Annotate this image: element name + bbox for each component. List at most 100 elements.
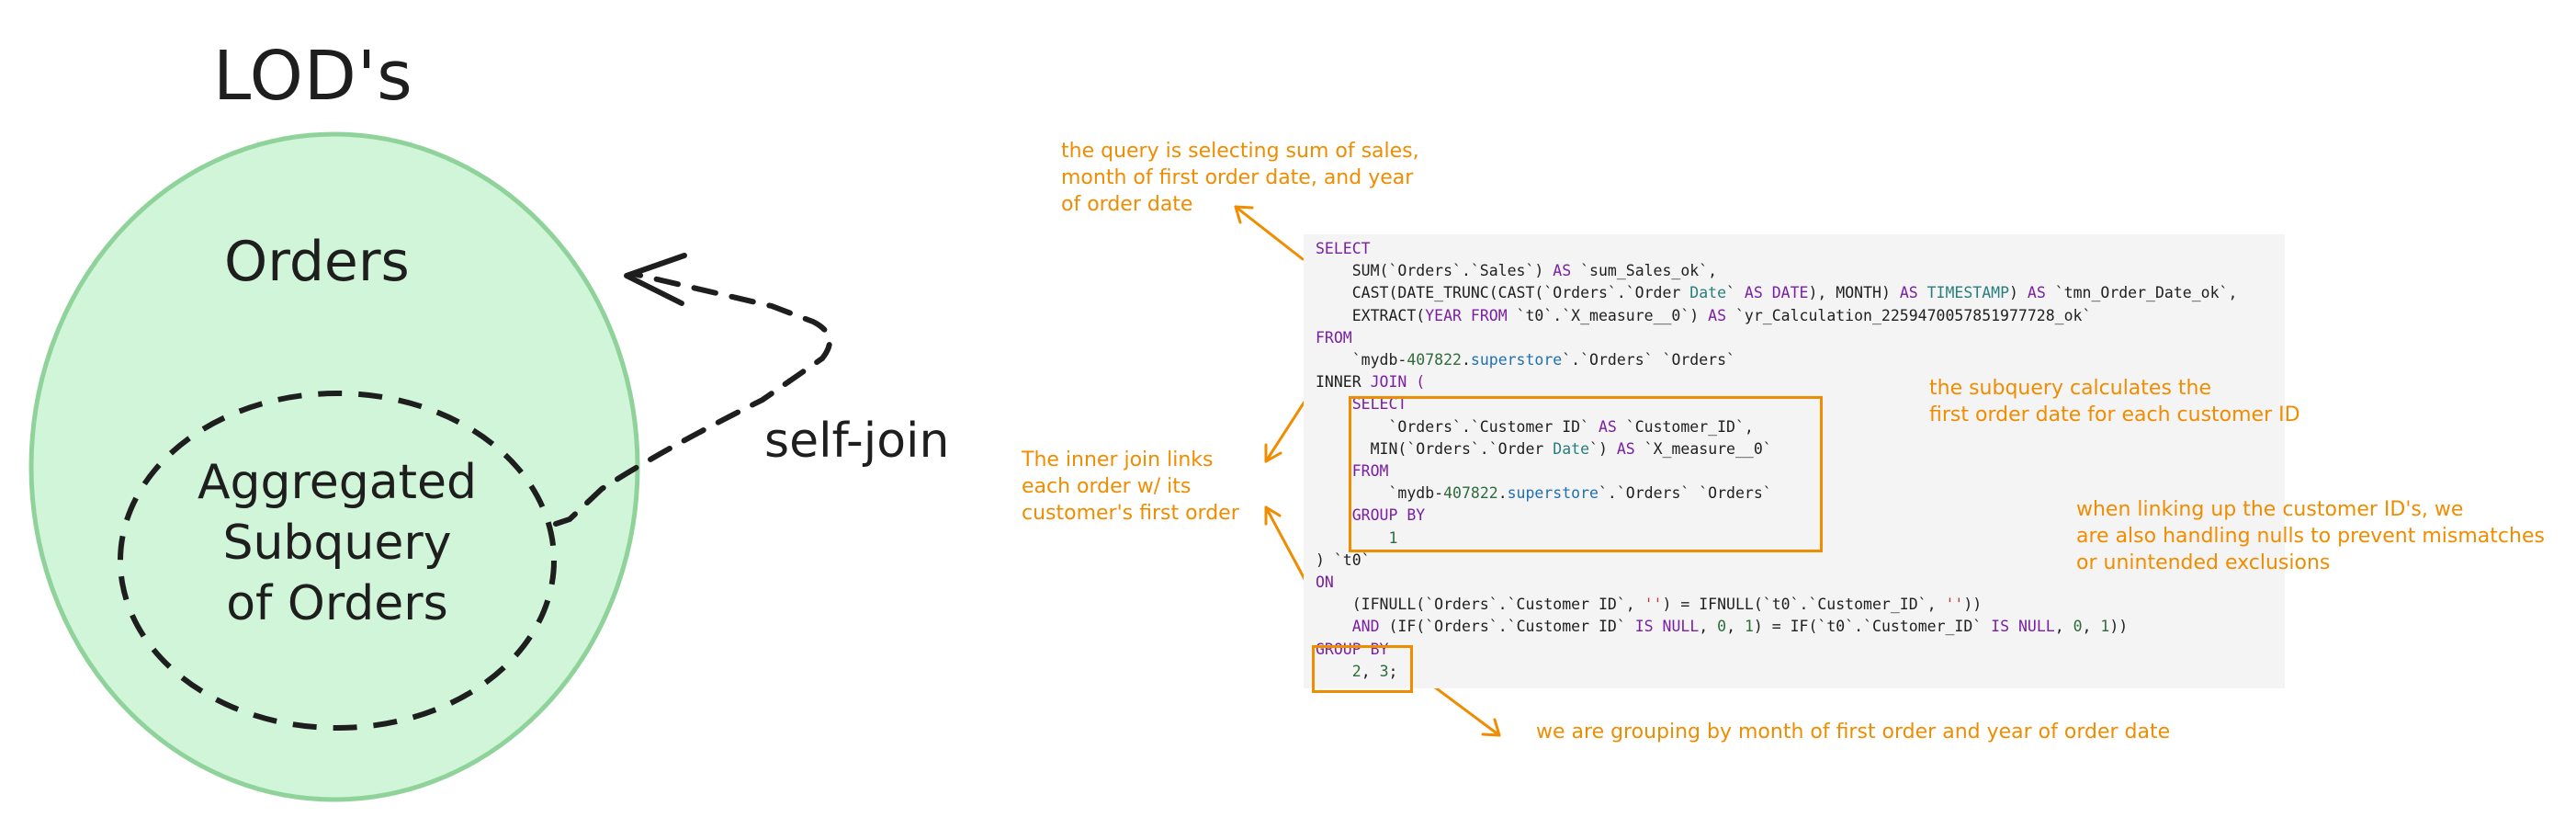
code-token: 3 [1379,662,1389,680]
code-line: SUM(`Orders`.`Sales`) AS `sum_Sales_ok`, [1316,260,2237,282]
code-line: ON [1316,572,2237,594]
code-token: `sum_Sales_ok`, [1571,262,1718,280]
join-note-arrowhead [1264,443,1282,463]
code-token: GROUP BY [1351,506,1426,525]
self-join-arrow [553,271,832,527]
select-note-arrow [1234,205,1305,261]
code-token: ), MONTH) [1808,284,1900,302]
groupby-highlight-box [1312,645,1413,693]
code-token: AS [2027,284,2046,302]
code-token [1316,506,1352,524]
code-line: AND (IF(`Orders`.`Customer ID` IS NULL, … [1316,616,2237,638]
code-token: `t0`.`X_measure__0`) [1507,306,1709,324]
code-token: '' [1644,596,1663,614]
code-token: )) [2109,618,2129,636]
code-token: SELECT [1351,395,1407,414]
code-token: (IFNULL(`Orders`.`Customer ID`, [1316,596,1644,614]
code-line: `Orders`.`Customer ID` AS `Customer_ID`, [1316,416,2237,438]
code-token: )) [1963,596,1983,614]
code-token: `tmn_Order_Date_ok`, [2045,284,2238,302]
code-line: 2, 3; [1316,661,2237,683]
code-token: AS [1708,306,1727,324]
select-note: the query is selecting sum of sales, mon… [1061,140,1419,216]
code-token: AS [1553,262,1572,280]
code-token: 2 [1351,662,1361,680]
code-token: , [1361,662,1380,680]
code-token: `mydb- [1316,484,1444,503]
code-token: (IF(`Orders`.`Customer ID` [1379,618,1635,636]
select-note-arrowhead [1234,205,1254,224]
code-token: EXTRACT( [1316,306,1426,324]
code-line: `mydb-407822.superstore`.`Orders` `Order… [1316,349,2237,371]
code-token: . [1461,351,1471,369]
code-line: GROUP BY [1316,639,2237,661]
code-token: , [2082,618,2101,636]
code-line: SELECT [1316,238,2237,260]
code-token: CAST(DATE_TRUNC(CAST(`Orders`.`Order [1316,284,1690,302]
code-token: AS [1616,439,1635,458]
groupby-note-arrowhead [1481,718,1501,737]
subquery-label-line-3: of Orders [226,576,448,631]
code-line: GROUP BY [1316,505,2237,527]
code-token: AND [1351,618,1380,636]
code-token: , [2054,618,2073,636]
code-line: INNER JOIN ( [1316,371,2237,393]
code-token: ) = IFNULL(`t0`.`Customer_ID`, [1662,596,1946,614]
code-token: IS NULL [1991,618,2055,636]
join-note-arrowhead-2 [1264,505,1282,526]
code-line: `mydb-407822.superstore`.`Orders` `Order… [1316,482,2237,505]
subquery-highlight-box [1349,396,1823,552]
sql-code-panel [1304,234,2285,688]
code-token: AS [1899,284,1918,302]
code-token: superstore [1507,484,1599,503]
code-line: FROM [1316,460,2237,482]
code-token: 0 [2073,618,2083,636]
code-token: FROM [1351,462,1389,481]
code-token: 1 [1388,528,1398,547]
code-token: AS [1598,417,1617,436]
code-token: Date [1689,284,1727,302]
code-token: 407822 [1407,351,1462,369]
subquery-label-line-2: Subquery [222,516,452,571]
code-line: ) `t0` [1316,550,2237,572]
code-token: ) = IF(`t0`.`Customer_ID` [1753,618,1992,636]
subquery-dashed-circle [118,391,557,731]
nulls-note: when linking up the customer ID's, we ar… [2076,498,2545,574]
code-line: SELECT [1316,393,2237,415]
code-token [1316,462,1352,480]
subquery-note: the subquery calculates the first order … [1929,377,2300,426]
code-token: JOIN ( [1370,373,1426,392]
code-line: 1 [1316,528,2237,550]
code-token [1316,618,1352,635]
code-token: superstore [1470,351,1563,369]
code-token: MIN(`Orders`.`Order [1316,439,1554,458]
code-line: EXTRACT(YEAR FROM `t0`.`X_measure__0`) A… [1316,305,2237,327]
code-token: . [1497,484,1508,503]
join-note-arrow [1264,400,1306,463]
code-line: CAST(DATE_TRUNC(CAST(`Orders`.`Order Dat… [1316,282,2238,304]
code-token: ON [1316,573,1334,592]
code-token: 1 [1744,618,1754,636]
code-token: FROM [1316,328,1352,346]
orders-label: Orders [224,230,410,294]
code-line: (IFNULL(`Orders`.`Customer ID`, '') = IF… [1316,594,2237,616]
code-token: IS NULL [1634,618,1700,636]
code-token: ) [2009,284,2028,302]
join-note-arrow-2 [1264,505,1306,581]
code-token: GROUP BY [1316,640,1389,658]
code-token: ; [1388,662,1398,680]
code-token: '' [1945,596,1964,614]
code-token: `yr_Calculation_2259470057851977728_ok` [1726,306,2092,324]
code-token: `.`Orders` `Orders` [1598,484,1772,503]
code-token: 407822 [1443,484,1498,503]
code-token: Date [1553,439,1590,458]
code-token: `Customer_ID`, [1616,417,1754,436]
code-token: SUM(`Orders`.`Sales`) [1316,262,1554,280]
self-join-label: self-join [764,414,950,469]
diagram-title: LOD's [213,37,413,116]
code-token: , [1699,618,1718,636]
sql-code: SELECT SUM(`Orders`.`Sales`) AS `sum_Sal… [1316,238,2237,683]
subquery-label-line-1: Aggregated [197,455,478,510]
code-token [1316,395,1352,413]
code-token: SELECT [1316,240,1371,257]
